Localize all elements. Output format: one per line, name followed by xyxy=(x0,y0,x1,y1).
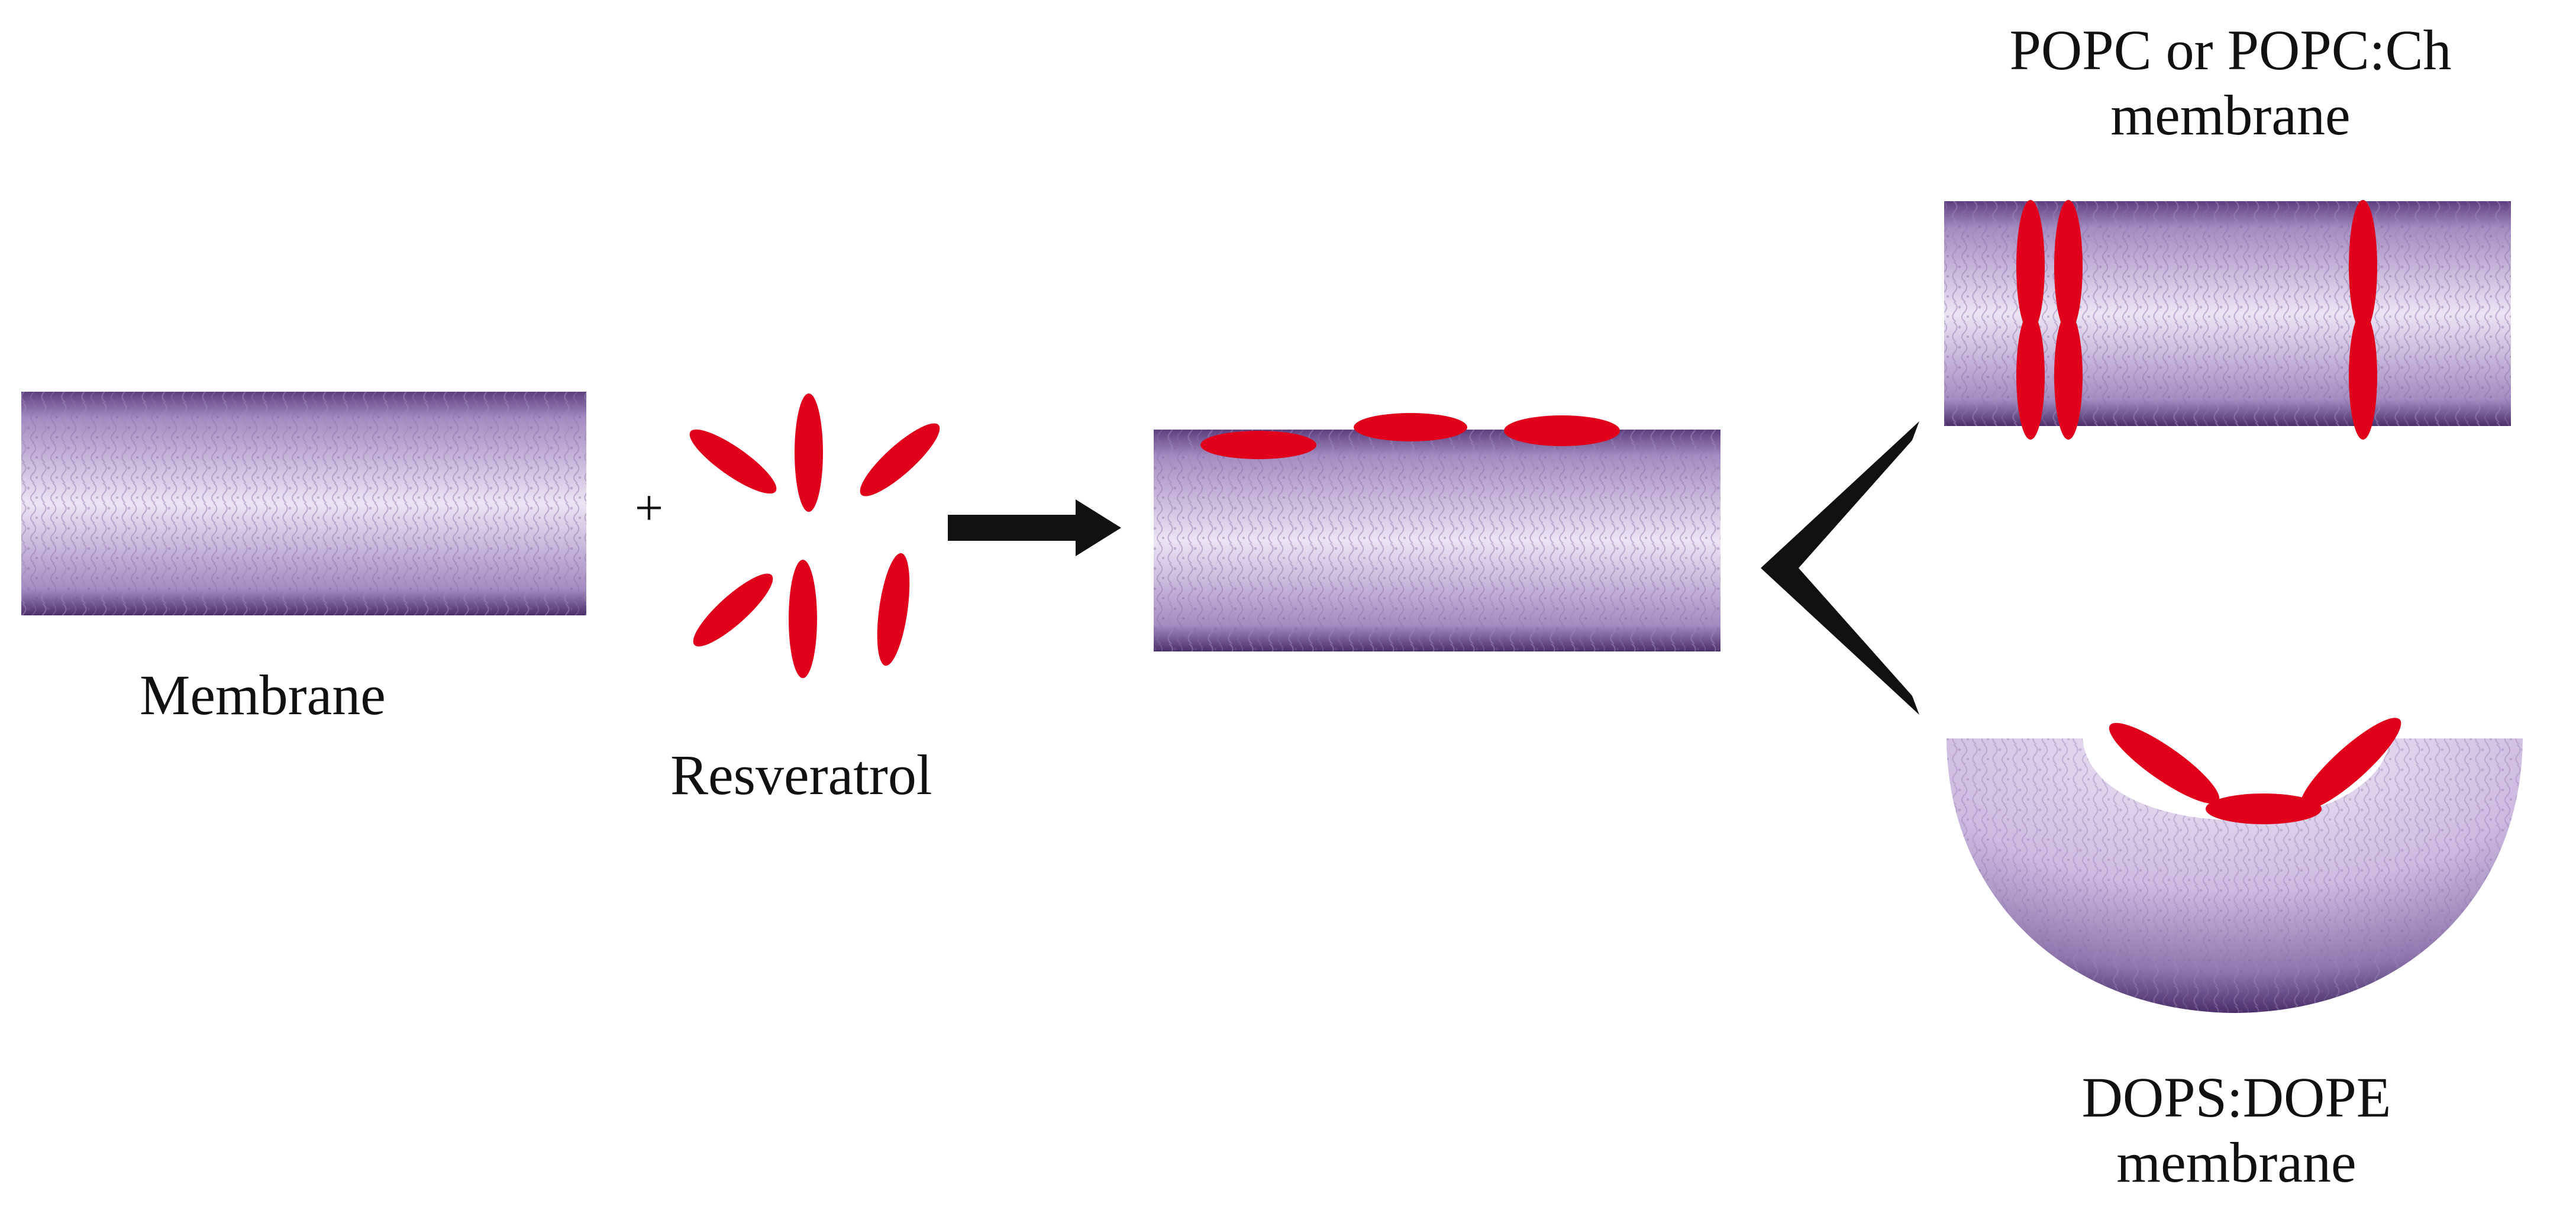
label-membrane: Membrane xyxy=(140,663,386,727)
resveratrol-molecule-2 xyxy=(795,393,823,512)
resveratrol-molecule-3 xyxy=(860,423,940,496)
branch-arrow-icon xyxy=(1761,421,1919,715)
membrane-left-texture xyxy=(21,392,586,615)
label-popc-line1: POPC or POPC:Ch xyxy=(2009,18,2452,82)
label-resveratrol: Resveratrol xyxy=(670,743,932,806)
membrane-dops xyxy=(1946,718,2523,1013)
label-popc-membrane: POPC or POPC:Ch membrane xyxy=(1970,18,2491,149)
label-dops-line2: membrane xyxy=(2116,1131,2357,1195)
resveratrol-molecule-4 xyxy=(693,573,773,647)
label-dops-line1: DOPS:DOPE xyxy=(2081,1066,2391,1129)
resveratrol-vertical-2b xyxy=(2054,312,2083,440)
resveratrol-molecule-5 xyxy=(789,560,817,678)
membrane-center-texture xyxy=(1154,430,1720,651)
membrane-center xyxy=(1154,413,1720,651)
resveratrol-vertical-1a xyxy=(2016,200,2045,333)
membrane-dops-texture xyxy=(1946,738,2523,1013)
membrane-popc xyxy=(1944,200,2511,440)
resveratrol-surface-1 xyxy=(1200,431,1316,459)
resveratrol-curved-2 xyxy=(2206,793,2322,824)
resveratrol-vertical-3a xyxy=(2349,200,2377,333)
resveratrol-molecule-6 xyxy=(877,553,910,666)
resveratrol-curved-1 xyxy=(2109,722,2220,804)
label-popc-line2: membrane xyxy=(2110,83,2351,147)
resveratrol-molecule-1 xyxy=(689,429,777,494)
resveratrol-curved-3 xyxy=(2300,718,2401,810)
resveratrol-surface-2 xyxy=(1354,413,1467,441)
resveratrol-vertical-2a xyxy=(2054,200,2083,333)
label-dops-membrane: DOPS:DOPE membrane xyxy=(2023,1065,2449,1196)
resveratrol-surface-3 xyxy=(1504,415,1620,446)
resveratrol-cluster xyxy=(689,393,940,678)
membrane-left xyxy=(21,392,586,615)
plus-sign: + xyxy=(635,479,664,536)
resveratrol-vertical-1b xyxy=(2016,312,2045,440)
resveratrol-vertical-3b xyxy=(2349,312,2377,440)
arrow-right-icon xyxy=(948,499,1121,556)
